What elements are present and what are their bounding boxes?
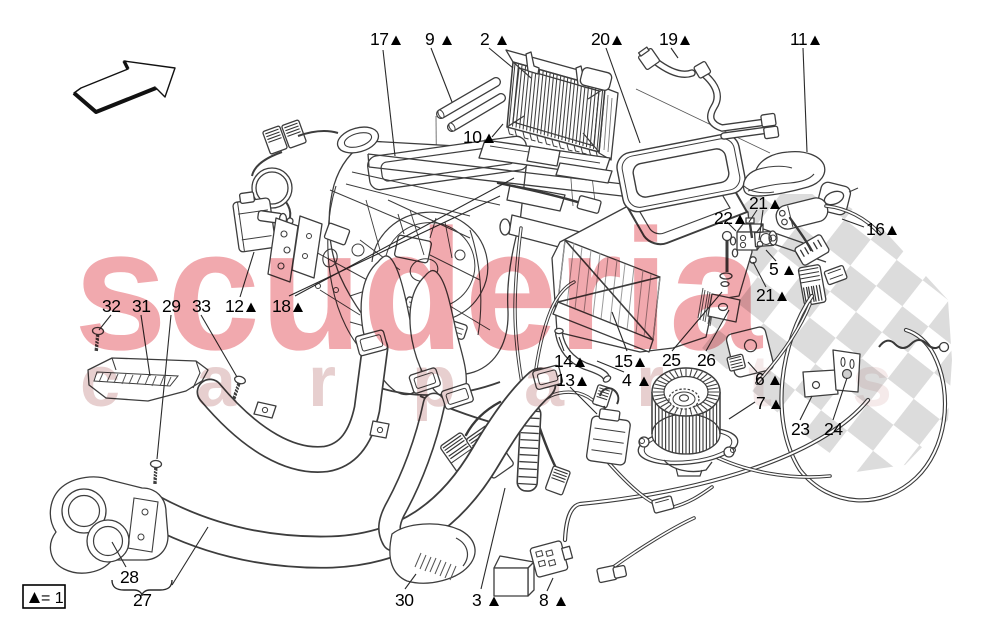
svg-text:5: 5 bbox=[769, 259, 778, 279]
svg-text:12: 12 bbox=[225, 296, 243, 316]
svg-text:13: 13 bbox=[556, 370, 574, 390]
svg-text:6: 6 bbox=[755, 369, 764, 389]
svg-text:20: 20 bbox=[591, 29, 610, 49]
svg-text:22: 22 bbox=[714, 208, 732, 228]
svg-text:15: 15 bbox=[614, 351, 632, 371]
svg-text:27: 27 bbox=[133, 590, 151, 610]
svg-text:9: 9 bbox=[425, 29, 434, 49]
svg-text:11: 11 bbox=[790, 29, 807, 49]
svg-text:31: 31 bbox=[132, 296, 150, 316]
svg-text:r: r bbox=[308, 342, 336, 422]
svg-text:8: 8 bbox=[539, 590, 548, 610]
svg-text:a: a bbox=[196, 342, 237, 422]
svg-text:21: 21 bbox=[749, 193, 767, 213]
svg-text:19: 19 bbox=[659, 29, 677, 49]
svg-text:18: 18 bbox=[272, 296, 290, 316]
svg-text:c: c bbox=[80, 342, 120, 422]
svg-text:33: 33 bbox=[192, 296, 210, 316]
svg-text:32: 32 bbox=[102, 296, 120, 316]
svg-text:28: 28 bbox=[120, 567, 138, 587]
svg-text:4: 4 bbox=[622, 370, 632, 390]
svg-text:2: 2 bbox=[480, 29, 489, 49]
svg-text:21: 21 bbox=[756, 285, 774, 305]
svg-text:26: 26 bbox=[697, 350, 715, 370]
svg-text:a: a bbox=[524, 342, 565, 422]
svg-text:s: s bbox=[852, 342, 892, 422]
svg-text:t: t bbox=[748, 342, 772, 422]
svg-text:10: 10 bbox=[463, 127, 482, 147]
svg-text:24: 24 bbox=[824, 419, 843, 439]
svg-text:7: 7 bbox=[756, 393, 765, 413]
svg-text:30: 30 bbox=[395, 590, 414, 610]
svg-text:p: p bbox=[412, 342, 456, 422]
svg-text:= 1: = 1 bbox=[41, 590, 64, 607]
svg-text:3: 3 bbox=[472, 590, 481, 610]
svg-text:scuderia: scuderia bbox=[74, 194, 763, 386]
svg-text:23: 23 bbox=[791, 419, 809, 439]
svg-text:16: 16 bbox=[866, 219, 884, 239]
svg-text:14: 14 bbox=[554, 351, 573, 371]
svg-text:r: r bbox=[636, 342, 664, 422]
svg-text:29: 29 bbox=[162, 296, 180, 316]
svg-text:17: 17 bbox=[370, 29, 388, 49]
svg-text:25: 25 bbox=[662, 350, 680, 370]
